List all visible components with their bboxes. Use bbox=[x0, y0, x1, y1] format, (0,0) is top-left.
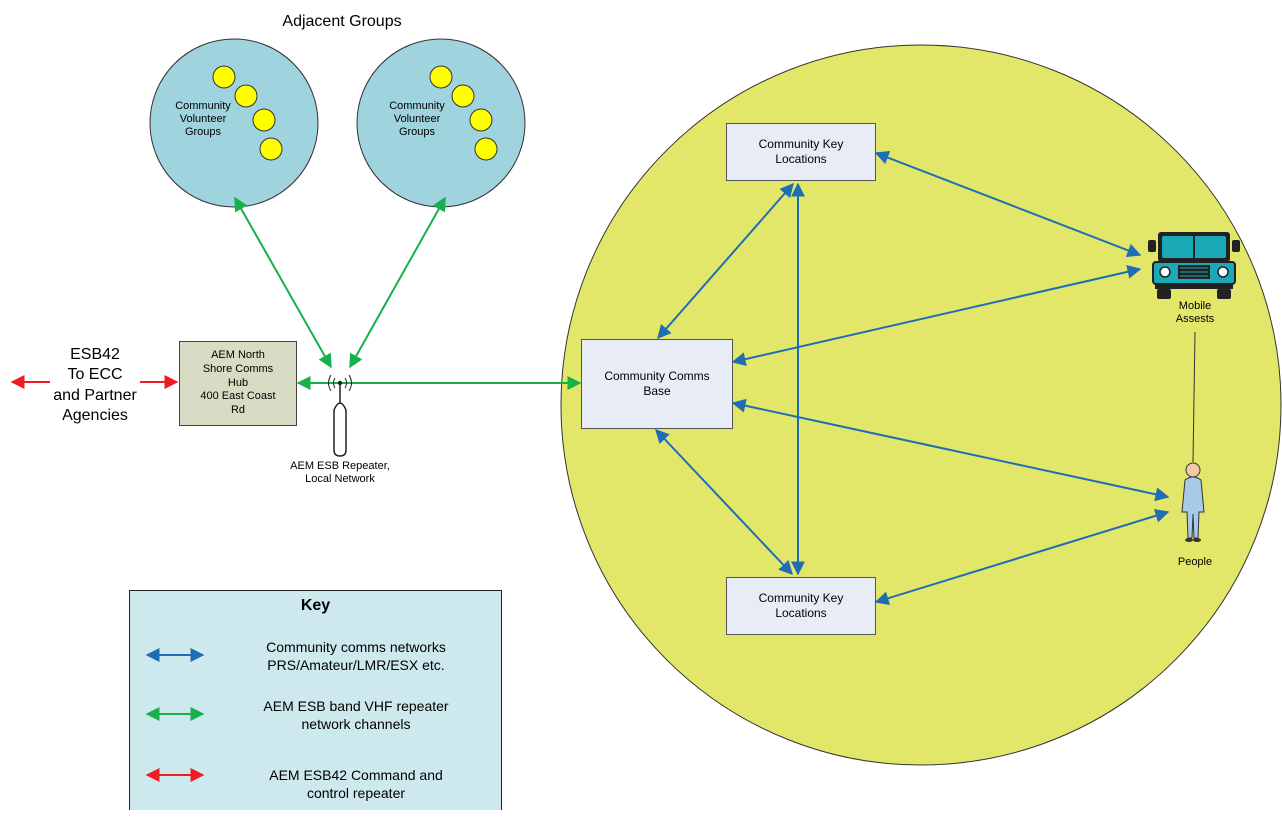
key-item2-line2: network channels bbox=[301, 716, 411, 733]
key-item3-line1: AEM ESB42 Command and bbox=[269, 767, 443, 783]
key-item-esb42: AEM ESB42 Command and control repeater bbox=[226, 766, 486, 802]
volunteer-dots-left bbox=[212, 65, 283, 161]
repeater-line1: AEM ESB Repeater, bbox=[290, 460, 390, 472]
esb42-line1: ESB42 bbox=[70, 346, 120, 363]
hub-line4: 400 East Coast bbox=[200, 390, 276, 403]
adjacent-group-left-circle bbox=[149, 38, 319, 208]
hub-line3: Hub bbox=[227, 376, 249, 389]
blue-links bbox=[655, 151, 1170, 605]
key-location-top-box: Community Key Locations bbox=[726, 123, 876, 181]
key-arrows bbox=[145, 648, 205, 782]
key-item3-line2: control repeater bbox=[306, 785, 406, 802]
esb42-line2: To ECC bbox=[67, 366, 123, 384]
mobile-line2: Assests bbox=[1175, 313, 1215, 326]
hub-line5: Rd bbox=[230, 404, 246, 417]
esb42-label: ESB42 To ECC and Partner Agencies bbox=[40, 345, 150, 427]
key-item1-line1: Community comms networks bbox=[266, 639, 446, 655]
esb42-line3: and Partner bbox=[53, 386, 137, 404]
hub-line2: Shore Comms bbox=[202, 362, 274, 375]
community-comms-base-label: Community Comms Base bbox=[604, 369, 710, 398]
group-left-label: Community Volunteer Groups bbox=[175, 100, 231, 139]
esb42-line4: Agencies bbox=[62, 407, 128, 425]
key-item-esb-vhf: AEM ESB band VHF repeater network channe… bbox=[226, 697, 486, 733]
link-base-keyloc-top bbox=[657, 182, 794, 340]
link-base-vehicle bbox=[731, 264, 1142, 367]
key-item1-line2: PRS/Amateur/LMR/ESX etc. bbox=[267, 657, 445, 674]
jeep-icon bbox=[1148, 232, 1240, 299]
link-repeater-group-left bbox=[234, 196, 332, 369]
key-title: Key bbox=[300, 597, 331, 614]
comms-hub-box: AEM North Shore Comms Hub 400 East Coast… bbox=[179, 341, 297, 426]
green-links bbox=[234, 196, 582, 390]
people-label: People bbox=[1177, 556, 1213, 568]
adjacent-groups-title: Adjacent Groups bbox=[282, 13, 402, 30]
key-location-top-label: Community Key Locations bbox=[758, 137, 844, 166]
mobile-line1: Mobile bbox=[1178, 300, 1212, 312]
repeater-label: AEM ESB Repeater, Local Network bbox=[270, 460, 410, 486]
link-repeater-group-right bbox=[349, 196, 446, 369]
key-location-bottom-box: Community Key Locations bbox=[726, 577, 876, 635]
key-item2-line1: AEM ESB band VHF repeater bbox=[263, 698, 449, 714]
person-icon bbox=[1181, 462, 1205, 542]
link-base-people bbox=[731, 398, 1170, 502]
volunteer-dots-right bbox=[429, 65, 498, 161]
mobile-assets-label: Mobile Assests bbox=[1160, 300, 1230, 326]
key-location-bottom-label: Community Key Locations bbox=[758, 591, 844, 620]
repeater-line2: Local Network bbox=[305, 473, 375, 486]
link-keyloc-bottom-people bbox=[874, 509, 1170, 605]
community-comms-base-box: Community Comms Base bbox=[581, 339, 733, 429]
hub-line1: AEM North bbox=[211, 349, 265, 362]
key-item-community: Community comms networks PRS/Amateur/LMR… bbox=[226, 638, 486, 674]
antenna-icon bbox=[328, 374, 352, 457]
link-base-keyloc-bottom bbox=[655, 428, 793, 576]
vehicle-person-connector bbox=[1192, 331, 1196, 463]
link-keyloc-top-vehicle bbox=[874, 151, 1142, 257]
group-right-label: Community Volunteer Groups bbox=[389, 100, 445, 139]
